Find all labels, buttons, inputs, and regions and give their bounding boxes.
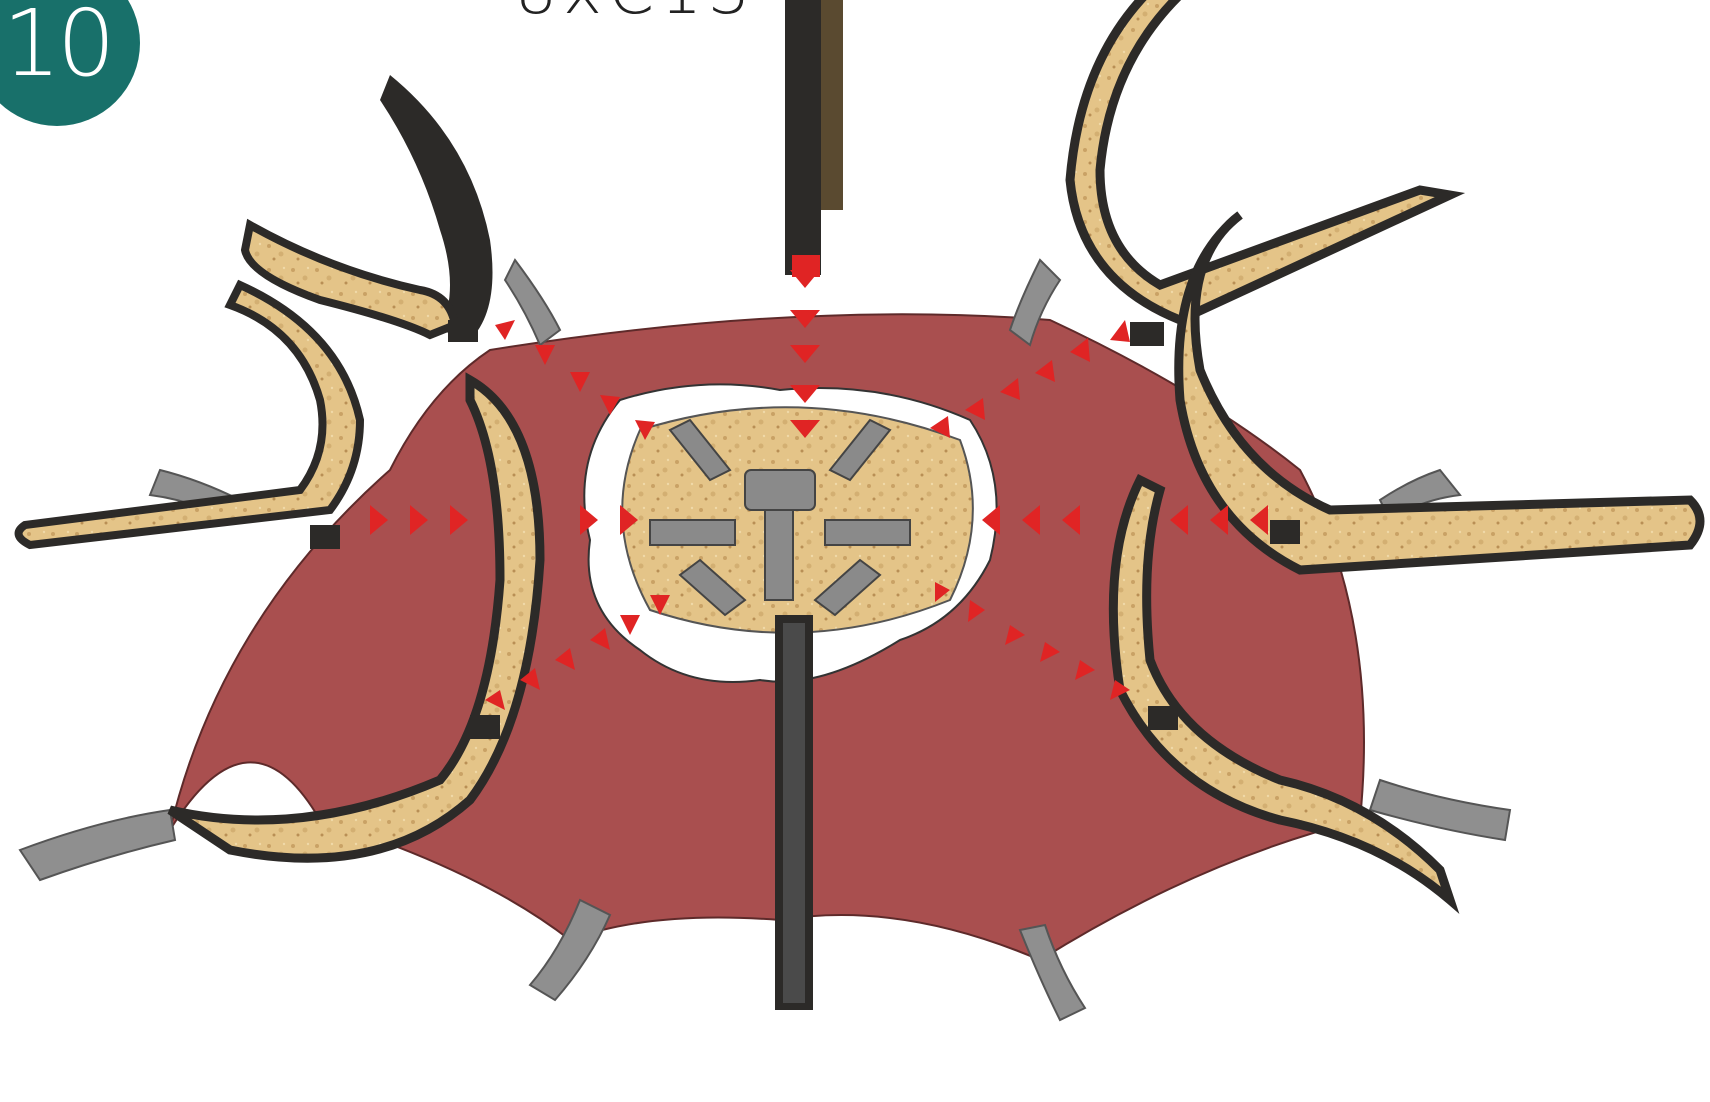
rib-top bbox=[785, 0, 843, 277]
rib-left bbox=[19, 285, 360, 549]
rib-upper-left bbox=[245, 75, 493, 342]
rib-upper-right bbox=[1070, 0, 1450, 346]
center-post bbox=[775, 615, 813, 1010]
part-code-label: 8xC13 bbox=[515, 0, 756, 29]
